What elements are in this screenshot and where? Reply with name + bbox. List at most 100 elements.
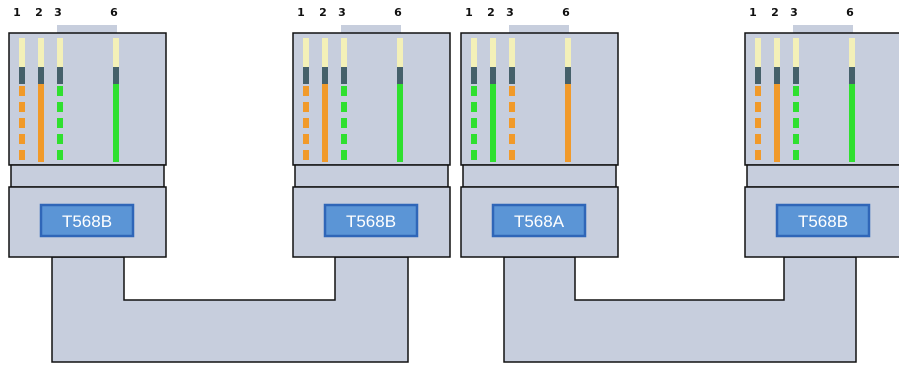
wire-stripe	[19, 86, 25, 96]
wire-stripe	[341, 150, 347, 160]
wire-solid	[490, 84, 496, 162]
wire-pin-3	[793, 38, 799, 160]
latch-tab	[57, 25, 117, 33]
wire-pin-2	[322, 38, 328, 162]
wire-stripe	[471, 86, 477, 96]
cable-1	[51, 256, 409, 363]
contact-top	[509, 38, 515, 67]
wire-pin-1	[303, 38, 309, 160]
standard-label-box	[491, 203, 587, 238]
pin-label-3: 3	[338, 6, 346, 19]
connector-collar	[746, 164, 899, 188]
wire-solid	[113, 84, 119, 162]
contact-mid	[490, 67, 496, 84]
pin-block	[460, 32, 619, 166]
wire-pin-2	[490, 38, 496, 162]
wire-stripe	[755, 86, 761, 96]
pin-label-3: 3	[54, 6, 62, 19]
wire-stripe	[509, 102, 515, 112]
contact-top	[57, 38, 63, 67]
pin-label-1: 1	[297, 6, 305, 19]
wire-pin-2	[774, 38, 780, 162]
wire-solid	[774, 84, 780, 162]
wire-stripe	[471, 150, 477, 160]
pin-label-1: 1	[13, 6, 21, 19]
wire-stripe	[793, 118, 799, 128]
wire-stripe	[755, 118, 761, 128]
contact-mid	[19, 67, 25, 84]
pin-label-2: 2	[771, 6, 779, 19]
wire-pin-3	[57, 38, 63, 160]
standard-label-box	[323, 203, 419, 238]
pin-label-6: 6	[846, 6, 854, 19]
wire-stripe	[793, 150, 799, 160]
wire-stripe	[57, 102, 63, 112]
wire-stripe	[755, 102, 761, 112]
pin-label-1: 1	[749, 6, 757, 19]
contact-mid	[849, 67, 855, 84]
wire-solid	[38, 84, 44, 162]
wire-stripe	[755, 134, 761, 144]
wire-stripe	[793, 86, 799, 96]
contact-top	[322, 38, 328, 67]
wire-stripe	[793, 102, 799, 112]
connector-collar	[294, 164, 449, 188]
wire-stripe	[341, 118, 347, 128]
standard-label: T568A	[514, 212, 565, 231]
wire-stripe	[341, 134, 347, 144]
wire-stripe	[341, 86, 347, 96]
wire-stripe	[57, 150, 63, 160]
wire-stripe	[57, 134, 63, 144]
wire-pin-6	[397, 38, 403, 162]
wire-solid	[322, 84, 328, 162]
contact-top	[849, 38, 855, 67]
wire-pin-2	[38, 38, 44, 162]
connector-collar	[10, 164, 165, 188]
wire-stripe	[19, 118, 25, 128]
cable-2	[503, 256, 857, 363]
pin-label-3: 3	[790, 6, 798, 19]
wire-pin-3	[341, 38, 347, 160]
wire-stripe	[471, 102, 477, 112]
latch-tab	[509, 25, 569, 33]
wire-stripe	[341, 102, 347, 112]
contact-top	[19, 38, 25, 67]
contact-top	[755, 38, 761, 67]
standard-label: T568B	[62, 212, 112, 231]
wire-stripe	[57, 86, 63, 96]
contact-mid	[322, 67, 328, 84]
standard-label-box	[775, 203, 871, 238]
wire-stripe	[303, 134, 309, 144]
wire-stripe	[471, 118, 477, 128]
wire-pin-1	[19, 38, 25, 160]
pin-label-6: 6	[394, 6, 402, 19]
latch-tab	[793, 25, 853, 33]
pin-label-1: 1	[465, 6, 473, 19]
pin-block	[8, 32, 167, 166]
contact-mid	[38, 67, 44, 84]
wire-pin-6	[113, 38, 119, 162]
pin-label-3: 3	[506, 6, 514, 19]
wire-solid	[565, 84, 571, 162]
wire-stripe	[509, 86, 515, 96]
wire-stripe	[303, 118, 309, 128]
wire-pin-1	[755, 38, 761, 160]
contact-mid	[303, 67, 309, 84]
wire-stripe	[303, 150, 309, 160]
pin-block	[292, 32, 451, 166]
connector-collar	[462, 164, 617, 188]
wire-pin-1	[471, 38, 477, 160]
contact-mid	[774, 67, 780, 84]
contact-top	[774, 38, 780, 67]
contact-mid	[793, 67, 799, 84]
pin-label-6: 6	[110, 6, 118, 19]
contact-mid	[509, 67, 515, 84]
wire-stripe	[509, 134, 515, 144]
wire-stripe	[57, 118, 63, 128]
pin-label-2: 2	[35, 6, 43, 19]
contact-mid	[397, 67, 403, 84]
